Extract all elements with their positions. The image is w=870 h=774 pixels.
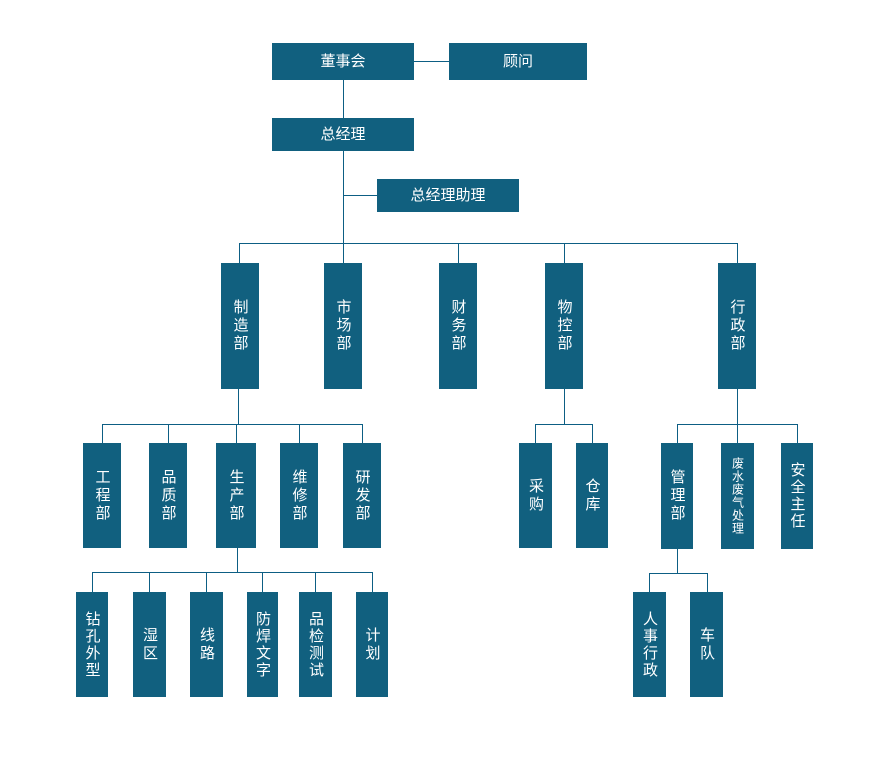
node-label: 市场部 [334,299,353,353]
connector-line [343,243,344,263]
connector-line [649,573,650,592]
node-manufacturing-dept: 制造部 [221,263,259,389]
connector-line [343,151,344,243]
connector-line [343,80,344,118]
node-label: 安全主任 [788,462,807,530]
node-advisor: 顾问 [449,43,587,80]
node-inspection-testing: 品检测试 [299,592,332,697]
connector-line [343,195,377,196]
node-hr-admin: 人事行政 [633,592,666,697]
connector-line [237,548,238,572]
connector-line [299,424,300,443]
connector-line [707,573,708,592]
connector-line [414,61,449,62]
node-label: 总经理 [320,125,366,143]
node-label: 管理部 [668,469,687,523]
connector-line [92,572,372,573]
node-finance-dept: 财务部 [439,263,477,389]
node-board-of-directors: 董事会 [272,43,414,80]
connector-line [362,424,363,443]
node-solder-mask-legend: 防焊文字 [247,592,278,697]
connector-line [535,424,592,425]
connector-line [737,424,738,443]
connector-line [239,243,240,263]
connector-line [102,424,103,443]
node-maintenance-dept: 维修部 [280,443,318,548]
node-safety-officer: 安全主任 [781,443,813,549]
connector-line [677,424,678,443]
node-fleet: 车队 [690,592,723,697]
connector-line [238,389,239,424]
connector-line [315,572,316,592]
node-label: 顾问 [502,52,533,70]
connector-line [737,243,738,263]
node-rd-dept: 研发部 [343,443,381,548]
node-management-dept: 管理部 [661,443,693,549]
node-gm-assistant: 总经理助理 [377,179,519,212]
node-label: 品质部 [159,468,178,523]
node-label: 生产部 [227,468,246,523]
node-engineering-dept: 工程部 [83,443,121,548]
node-label: 计划 [363,626,382,663]
node-general-manager: 总经理 [272,118,414,151]
node-label: 品检测试 [307,610,325,679]
connector-line [535,424,536,443]
node-label: 采购 [527,477,545,514]
connector-line [592,424,593,443]
node-label: 废水废气处理 [730,457,745,535]
node-marketing-dept: 市场部 [324,263,362,389]
node-planning: 计划 [356,592,388,697]
node-label: 研发部 [353,468,372,523]
node-label: 物控部 [555,299,574,353]
connector-line [677,549,678,573]
node-quality-dept: 品质部 [149,443,187,548]
node-label: 行政部 [728,299,747,353]
node-label: 董事会 [320,52,366,70]
connector-line [236,424,237,443]
connector-line [239,243,738,244]
node-wet-area: 湿区 [133,592,166,697]
connector-line [564,243,565,263]
node-warehouse: 仓库 [576,443,608,548]
node-label: 财务部 [449,299,468,353]
node-circuit: 线路 [190,592,223,697]
node-label: 工程部 [93,468,112,523]
node-drilling-profile: 钻孔外型 [76,592,108,697]
node-label: 钻孔外型 [83,610,102,679]
node-administration-dept: 行政部 [718,263,756,389]
node-label: 防焊文字 [254,610,272,679]
node-label: 车队 [698,626,716,663]
node-label: 人事行政 [641,610,659,679]
node-label: 维修部 [290,468,309,523]
connector-line [206,572,207,592]
connector-line [262,572,263,592]
connector-line [737,389,738,424]
connector-line [372,572,373,592]
node-label: 线路 [198,626,216,663]
connector-line [149,572,150,592]
node-label: 总经理助理 [410,186,486,204]
node-label: 制造部 [231,299,250,353]
connector-line [92,572,93,592]
connector-line [168,424,169,443]
connector-line [649,573,707,574]
node-label: 仓库 [583,477,602,514]
node-production-dept: 生产部 [216,443,256,548]
node-waste-water-gas-treatment: 废水废气处理 [721,443,754,549]
node-label: 湿区 [141,626,159,663]
node-purchasing: 采购 [519,443,552,548]
connector-line [564,389,565,424]
connector-line [102,424,362,425]
node-material-control-dept: 物控部 [545,263,583,389]
connector-line [458,243,459,263]
connector-line [797,424,798,443]
